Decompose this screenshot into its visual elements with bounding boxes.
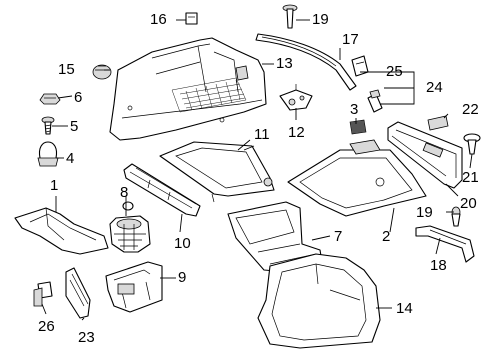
callout-1: 1 xyxy=(50,177,59,194)
side-trim-cover-14 xyxy=(257,253,381,349)
callout-11: 11 xyxy=(254,126,270,143)
callout-22: 22 xyxy=(462,101,479,118)
callout-24: 24 xyxy=(426,79,443,96)
cap-15 xyxy=(92,64,112,80)
leader-lines xyxy=(41,19,473,321)
rear-sill-trim-20 xyxy=(387,121,463,189)
callout-12: 12 xyxy=(288,124,305,141)
callout-2: 2 xyxy=(382,228,391,245)
callout-14: 14 xyxy=(396,300,413,317)
callout-16: 16 xyxy=(150,11,167,28)
rear-panel-frame-11 xyxy=(159,141,275,203)
callout-19-top: 19 xyxy=(312,11,329,28)
plug-26 xyxy=(33,281,53,307)
lamp-23 xyxy=(65,267,91,319)
callout-13: 13 xyxy=(276,55,293,72)
tie-down-hook-4 xyxy=(37,141,59,167)
callout-20: 20 xyxy=(460,195,477,212)
callout-7: 7 xyxy=(334,228,343,245)
clip-24 xyxy=(367,89,383,113)
wheel-support-8 xyxy=(109,201,151,253)
sill-plate-10 xyxy=(123,163,201,217)
cover-3 xyxy=(349,119,367,135)
callout-26: 26 xyxy=(38,318,55,335)
push-clip-21 xyxy=(463,133,481,155)
trim-strip-17 xyxy=(255,33,357,91)
callout-18: 18 xyxy=(430,257,447,274)
clip-16 xyxy=(185,12,198,25)
storage-bin-9 xyxy=(105,261,163,313)
callout-4: 4 xyxy=(66,150,75,167)
push-pin-19-lower xyxy=(451,206,461,227)
cover-cap-22 xyxy=(427,115,449,131)
callout-5: 5 xyxy=(70,118,79,135)
callout-10: 10 xyxy=(174,235,191,252)
bracket-18 xyxy=(415,225,475,263)
floor-mat-2 xyxy=(287,139,427,217)
clip-25 xyxy=(351,55,369,77)
latch-bracket-12 xyxy=(279,84,313,111)
callout-23: 23 xyxy=(78,329,95,346)
callout-17: 17 xyxy=(342,31,359,48)
callout-3: 3 xyxy=(350,101,359,118)
callout-21: 21 xyxy=(462,169,479,186)
lower-trim-1 xyxy=(14,207,109,255)
callout-8: 8 xyxy=(120,184,129,201)
callout-25: 25 xyxy=(386,63,403,80)
cover-6 xyxy=(39,93,61,105)
side-trim-panel-13 xyxy=(109,37,267,141)
callout-15: 15 xyxy=(58,61,75,78)
screw-5 xyxy=(41,116,55,135)
callout-9: 9 xyxy=(178,269,187,286)
push-pin-19-top xyxy=(282,4,298,29)
callout-6: 6 xyxy=(74,89,83,106)
callout-19-lower: 19 xyxy=(416,204,433,221)
